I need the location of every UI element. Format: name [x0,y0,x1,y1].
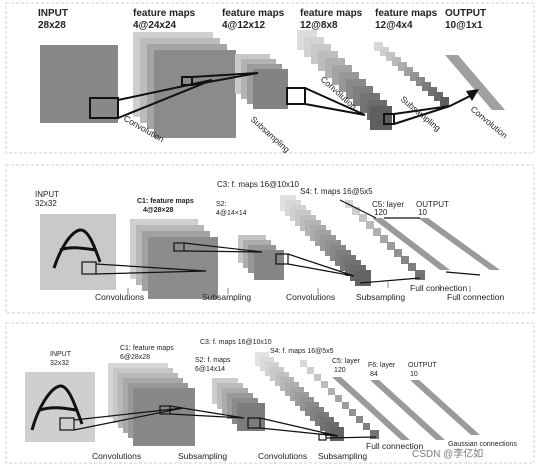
p1-c1-name: feature maps [133,8,196,19]
p3-input-size: 32x32 [50,360,69,367]
p2-c5-size: 120 [374,208,388,217]
p3-op-full-connection: Full connection [366,441,423,451]
panel-2-border [5,164,535,314]
p3-c5-size: 120 [334,367,346,374]
panel-3-border [5,322,535,464]
p2-output-size: 10 [418,208,427,217]
p3-input-letter-a [30,384,84,431]
p1-input-square [40,45,118,123]
p3-c1-name: C1: feature maps [120,345,174,352]
p2-input-letter-a [52,228,102,269]
p2-s2-size: 4@14×14 [216,210,247,217]
p2-op-convolutions-2: Convolutions [286,292,335,302]
p3-c5-bar [332,377,410,440]
p3-connection-lines [59,405,377,441]
p3-s4-name: S4: f. maps 16@5x5 [270,348,334,355]
p1-s4-stack [374,42,449,106]
p1-s2-stack [235,54,288,109]
p3-input-name: INPUT [50,351,72,358]
p3-output-size: 10 [410,371,418,378]
panel-1: INPUT 28x28 feature maps 4@24x24 feature… [38,8,510,155]
p2-c5-name: C5: layer [372,200,404,209]
panel-3: INPUT 32x32 C1: feature maps 6@28x28 S2:… [25,339,517,461]
p3-c1-stack [108,363,195,446]
p1-c3-name: feature maps [300,8,363,19]
p3-f6-size: 84 [370,371,378,378]
p3-op-subsampling-1: Subsampling [178,451,227,461]
p3-s2-size: 6@14x14 [195,366,225,373]
p1-op-subsampling-1: Subsampling [249,114,292,154]
p1-connection-lines [89,72,479,125]
p1-output-size: 10@1x1 [445,20,483,31]
p2-c5-bar [372,218,450,270]
p2-op-full-connection-2: Full connection [447,292,504,302]
p3-c5-name: C5: layer [332,358,361,365]
p3-f6-name: F6: layer [368,362,396,369]
p2-op-subsampling-2: Subsampling [356,292,405,302]
p3-op-convolutions-2: Convolutions [258,451,307,461]
p2-connection-lines [81,199,481,284]
p3-output-name: OUTPUT [408,362,438,369]
p2-op-convolutions-1: Convolutions [95,292,144,302]
p2-output-name: OUTPUT [416,200,449,209]
p1-c3-stack [297,30,392,130]
p1-c1-size: 4@24x24 [133,20,177,31]
p3-op-convolutions-1: Convolutions [92,451,141,461]
p2-input-size: 32x32 [35,199,57,208]
p1-s4-size: 12@4x4 [375,20,413,31]
p2-s2-stack [238,235,284,280]
p2-c3-stack [280,195,371,286]
p1-c1-stack [133,32,236,138]
p1-output-name: OUTPUT [445,8,486,19]
p1-input-name: INPUT [38,8,68,19]
watermark: CSDN @李亿如 [412,447,483,460]
p2-op-subsampling-1: Subsampling [202,292,251,302]
p3-s2-name: S2: f. maps [195,357,231,364]
p2-c3-name: C3: f. maps 16@10x10 [217,180,299,189]
p2-s4-name: S4: f. maps 16@5x5 [300,187,373,196]
p2-c1-name: C1: feature maps [137,198,194,205]
p1-output-bar [445,55,505,110]
p1-input-size: 28x28 [38,20,66,31]
p2-op-full-connection-1: Full connection [410,283,467,293]
p1-s4-name: feature maps [375,8,438,19]
p1-s2-name: feature maps [222,8,285,19]
p2-input-square [40,214,116,290]
p2-input-name: INPUT [35,190,59,199]
p3-s2-stack [212,378,265,431]
p3-s4-stack [300,360,379,439]
p1-c3-size: 12@8x8 [300,20,338,31]
p3-f6-bar [370,380,445,440]
panel-2: INPUT 32x32 C1: feature maps 4@28×28 S2:… [35,180,504,302]
p2-output-bar [418,218,500,270]
p3-output-bar [410,380,480,435]
p1-s2-size: 4@12x12 [222,20,266,31]
p3-op-gaussian-connections: Gaussian connections [448,441,517,448]
p3-c3-name: C3: f. maps 16@10x10 [200,339,272,346]
p3-op-subsampling-2: Subsampling [318,451,367,461]
p2-c1-size: 4@28×28 [143,207,173,214]
p2-tick-marks [127,282,471,294]
p2-c1-stack [130,219,218,299]
p3-c1-size: 6@28x28 [120,354,150,361]
panel-1-border [5,2,535,154]
p3-c3-stack [255,352,344,441]
p2-s2-name: S2: [216,201,227,208]
